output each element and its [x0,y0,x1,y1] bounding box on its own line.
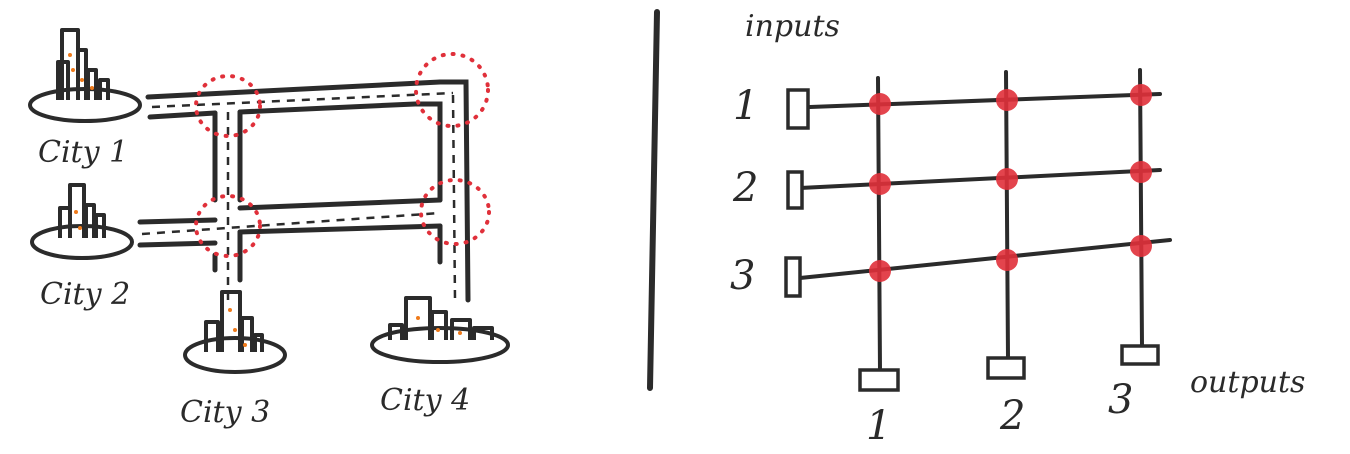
city-4-skyline [370,296,510,364]
road-edge [137,217,218,225]
input-number-1: 1 [733,83,759,129]
intersection-marker [194,194,262,258]
road-edge [237,197,443,211]
crosspoint [1130,161,1152,183]
city-3-skyline [183,290,287,374]
input-line-3 [798,238,1172,280]
inputs-label: inputs [745,9,840,44]
intersections [194,52,491,258]
input-port-2 [786,170,804,210]
crosspoint [869,93,891,115]
input-number-2: 2 [733,165,759,211]
input-port-1 [786,88,810,130]
road-edge [237,101,418,115]
crosspoint [869,173,891,195]
output-number-1: 1 [866,403,892,449]
road-edge [437,79,471,303]
crosspoint [869,260,891,282]
road-edge [145,79,443,100]
input-ports [784,88,810,298]
crosspoints [869,84,1152,282]
road-edge [147,110,218,120]
city-4-label: City 4 [380,383,471,418]
road-edge [413,101,443,203]
crosspoint [996,249,1018,271]
input-number-3: 3 [730,253,756,299]
outputs-label: outputs [1190,365,1306,400]
lane-dash [151,91,454,109]
output-port-3 [1120,344,1160,366]
city-1-skyline [28,28,142,123]
road-center-dashes [141,91,457,301]
city-3-label: City 3 [180,395,271,430]
input-port-3 [784,256,802,298]
crosspoint [996,168,1018,190]
crosspoint [996,89,1018,111]
crosspoint [1130,84,1152,106]
output-line-3 [1138,68,1144,348]
road-edge [237,223,443,235]
city-1-label: City 1 [38,135,129,170]
output-port-2 [986,356,1026,380]
output-ports [858,344,1160,392]
crossbar-grid [798,68,1172,372]
city-2-label: City 2 [40,277,131,312]
divider-line [647,9,660,391]
output-number-3: 3 [1108,377,1134,423]
crosspoint [1130,235,1152,257]
intersection-marker [194,74,262,138]
road-edge [137,240,218,248]
intersection-marker [419,178,491,246]
lane-dash [141,211,441,236]
input-line-2 [798,168,1162,190]
output-line-1 [876,76,882,372]
output-number-2: 2 [1000,393,1026,439]
output-line-2 [1004,70,1010,360]
road-network [137,79,471,303]
lane-dash [451,94,457,301]
output-port-1 [858,368,900,392]
intersection-marker [414,52,490,128]
input-line-1 [808,92,1162,109]
city-2-skyline [30,183,134,260]
